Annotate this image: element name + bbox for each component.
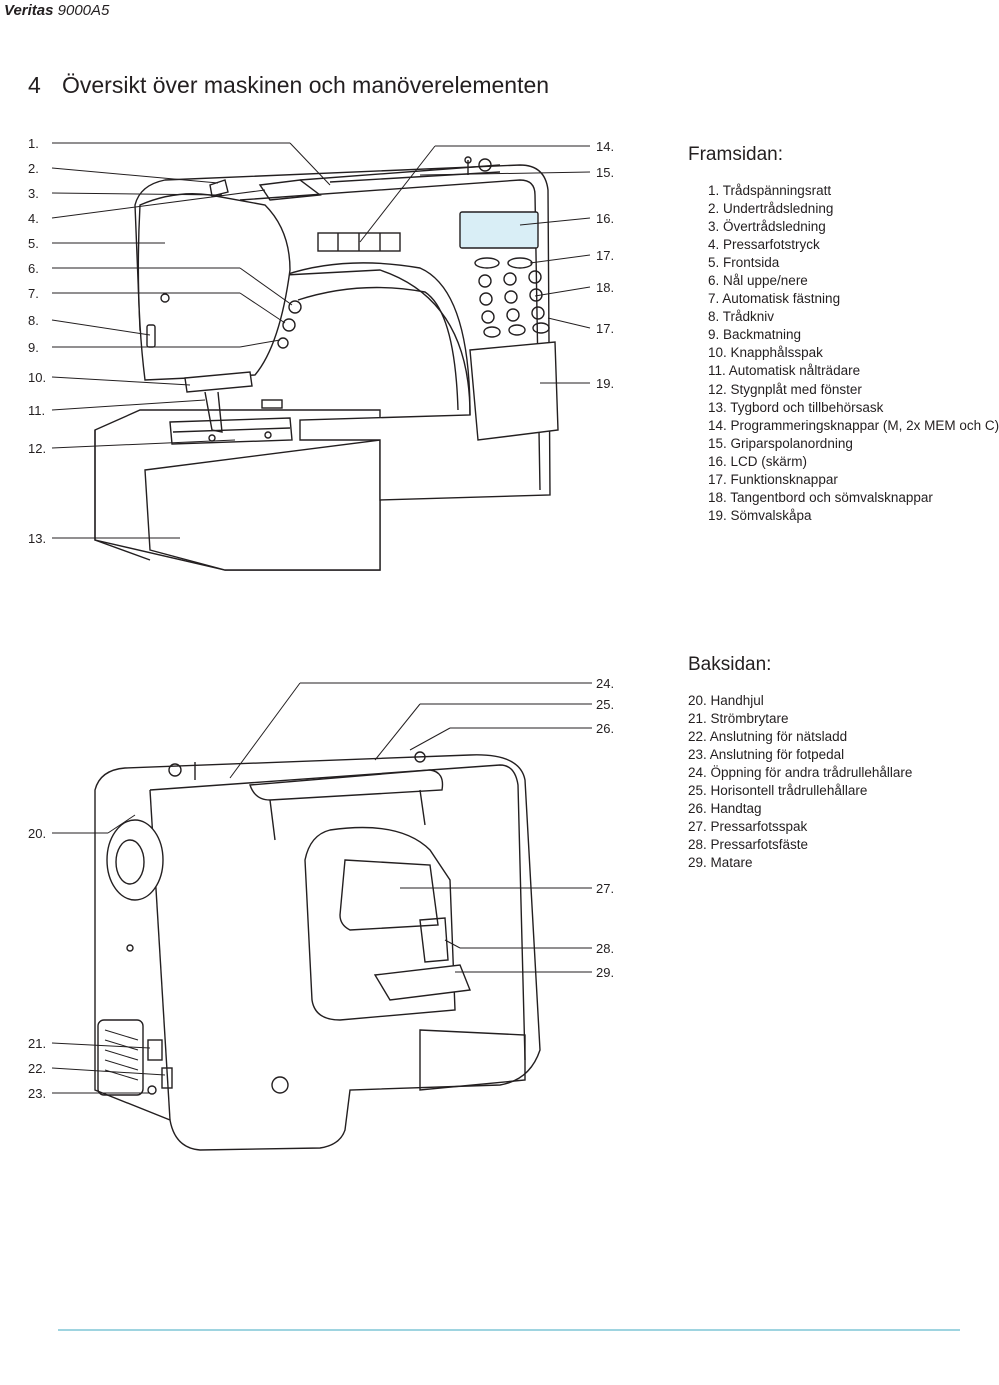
legend-item: 7. Automatisk fästning bbox=[708, 291, 841, 307]
legend-item: 19. Sömvalskåpa bbox=[708, 507, 812, 523]
callout-13: 13. bbox=[28, 531, 47, 546]
legend-item: 26. Handtag bbox=[688, 801, 762, 817]
callout-27: 27. bbox=[596, 881, 615, 896]
callout-21: 21. bbox=[28, 1036, 47, 1051]
legend-item: 10. Knapphålsspak bbox=[708, 345, 823, 361]
callout-23: 23. bbox=[28, 1086, 47, 1101]
legend-item: 23. Anslutning för fotpedal bbox=[688, 747, 845, 763]
back-legend-list: 20. Handhjul 21. Strömbrytare 22. Anslut… bbox=[688, 692, 912, 872]
legend-item: 11. Automatisk nålträdare bbox=[708, 363, 861, 379]
front-legend-title: Framsidan: bbox=[688, 144, 784, 165]
back-legend-title: Baksidan: bbox=[688, 654, 772, 675]
callout-26: 26. bbox=[596, 721, 615, 736]
legend-item: 1. Trådspänningsratt bbox=[708, 183, 832, 198]
callout-22: 22. bbox=[28, 1061, 47, 1076]
callout-17a: 17. bbox=[596, 248, 615, 263]
brand-name: Veritas bbox=[4, 2, 54, 19]
legend-item: 20. Handhjul bbox=[688, 693, 764, 708]
legend-item: 28. Pressarfotsfäste bbox=[688, 837, 809, 853]
legend-item: 18. Tangentbord och sömvalsknappar bbox=[708, 489, 933, 505]
callout-10: 10. bbox=[28, 370, 47, 385]
callout-15: 15. bbox=[596, 165, 615, 180]
callout-17b: 17. bbox=[596, 321, 615, 336]
legend-item: 22. Anslutning för nätsladd bbox=[688, 729, 848, 745]
section-number: 4 bbox=[28, 72, 41, 98]
callout-16: 16. bbox=[596, 211, 615, 226]
front-view-illustration bbox=[51, 142, 591, 571]
legend-item: 4. Pressarfotstryck bbox=[708, 237, 820, 253]
callout-7: 7. bbox=[28, 286, 39, 301]
legend-item: 29. Matare bbox=[688, 855, 753, 871]
legend-item: 12. Stygnplåt med fönster bbox=[708, 381, 862, 397]
legend-item: 8. Trådkniv bbox=[708, 309, 775, 325]
legend-item: 2. Undertrådsledning bbox=[708, 201, 834, 217]
model-name: 9000A5 bbox=[57, 2, 110, 19]
callout-5: 5. bbox=[28, 236, 39, 251]
legend-item: 13. Tygbord och tillbehörsask bbox=[708, 399, 884, 415]
callout-12: 12. bbox=[28, 441, 47, 456]
callout-9: 9. bbox=[28, 340, 39, 355]
callout-3: 3. bbox=[28, 186, 39, 201]
legend-item: 27. Pressarfotsspak bbox=[688, 819, 808, 835]
callout-14: 14. bbox=[596, 139, 615, 154]
callout-19: 19. bbox=[596, 376, 615, 391]
callout-1: 1. bbox=[28, 136, 39, 151]
callout-24: 24. bbox=[596, 676, 615, 691]
legend-item: 5. Frontsida bbox=[708, 255, 780, 271]
callout-29: 29. bbox=[596, 965, 615, 980]
callout-20: 20. bbox=[28, 826, 47, 841]
callout-11: 11. bbox=[28, 403, 46, 418]
legend-item: 3. Övertrådsledning bbox=[708, 219, 826, 235]
legend-item: 15. Griparspolanordning bbox=[708, 435, 853, 451]
callout-18: 18. bbox=[596, 280, 615, 295]
legend-item: 25. Horisontell trådrullehållare bbox=[688, 783, 868, 799]
legend-item: 6. Nål uppe/nere bbox=[708, 273, 808, 289]
section-title: Översikt över maskinen och manöverelemen… bbox=[62, 72, 550, 98]
legend-item: 17. Funktionsknappar bbox=[708, 471, 838, 487]
callout-25: 25. bbox=[596, 697, 615, 712]
legend-item: 21. Strömbrytare bbox=[688, 711, 789, 727]
section-heading: 4 Översikt över maskinen och manövereleme… bbox=[28, 72, 549, 99]
back-view-illustration bbox=[51, 682, 960, 1331]
brand-header: Veritas 9000A5 bbox=[4, 2, 109, 19]
legend-item: 16. LCD (skärm) bbox=[708, 453, 808, 469]
callout-28: 28. bbox=[596, 941, 615, 956]
legend-item: 14. Programmeringsknappar (M, 2x MEM och… bbox=[708, 417, 999, 433]
callout-6: 6. bbox=[28, 261, 39, 276]
callout-2: 2. bbox=[28, 161, 39, 176]
front-legend-list: 1. Trådspänningsratt 2. Undertrådslednin… bbox=[708, 182, 999, 525]
callout-4: 4. bbox=[28, 211, 39, 226]
legend-item: 9. Backmatning bbox=[708, 327, 802, 343]
callout-8: 8. bbox=[28, 313, 39, 328]
legend-item: 24. Öppning för andra trådrullehållare bbox=[688, 765, 913, 781]
